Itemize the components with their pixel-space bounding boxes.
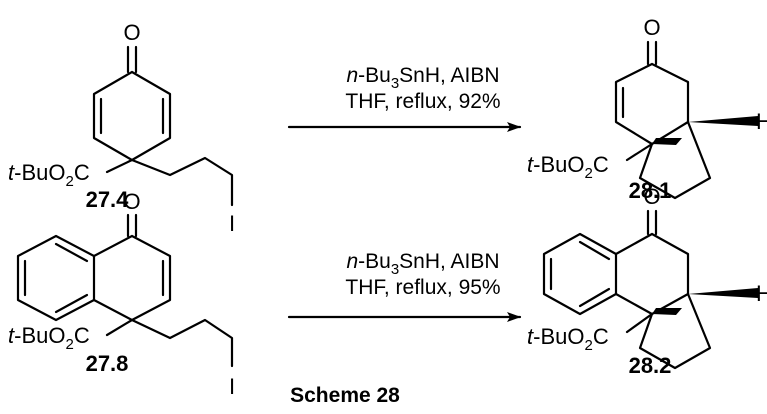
carbonyl-oxygen-label: O (123, 20, 140, 45)
scheme-title: Scheme 28 (290, 384, 400, 407)
compound-27-4-structure (92, 45, 234, 207)
carbonyl-oxygen-label: O (643, 15, 660, 40)
hydrogen-label: H (756, 109, 767, 134)
iodine-label: I (229, 211, 235, 236)
carbonyl-oxygen-label: O (123, 189, 140, 214)
hydrogen-label: H (756, 281, 767, 306)
stereo-wedge-quaternary (652, 308, 682, 315)
ester-group-label: t-BuO2C (8, 160, 90, 190)
compound-28-1-structure (614, 40, 758, 200)
reaction-2-conditions: THF, reflux, 95% (345, 276, 500, 299)
ester-group-label: t-BuO2C (527, 324, 609, 354)
iodine-label: I (229, 374, 235, 399)
compound-label-27-4: 27.4 (86, 187, 130, 212)
compound-27-8-structure (16, 213, 234, 368)
stereo-wedge-hydrogen (688, 288, 758, 298)
reaction-1-conditions: THF, reflux, 92% (345, 90, 500, 113)
reaction-1-reagents: n-Bu3SnH, AIBN (346, 64, 499, 92)
compound-28-2-structure (542, 209, 758, 370)
carbonyl-oxygen-label: O (643, 184, 660, 209)
ester-group-label: t-BuO2C (8, 323, 90, 353)
compound-label-28-2: 28.2 (629, 353, 672, 378)
stereo-wedge-hydrogen (688, 116, 758, 126)
ester-group-label: t-BuO2C (527, 152, 609, 182)
compound-label-27-8: 27.8 (86, 351, 129, 376)
stereo-wedge-quaternary (652, 138, 682, 145)
reaction-2-reagents: n-Bu3SnH, AIBN (346, 250, 499, 278)
compound-label-28-1: 28.1 (629, 178, 672, 203)
